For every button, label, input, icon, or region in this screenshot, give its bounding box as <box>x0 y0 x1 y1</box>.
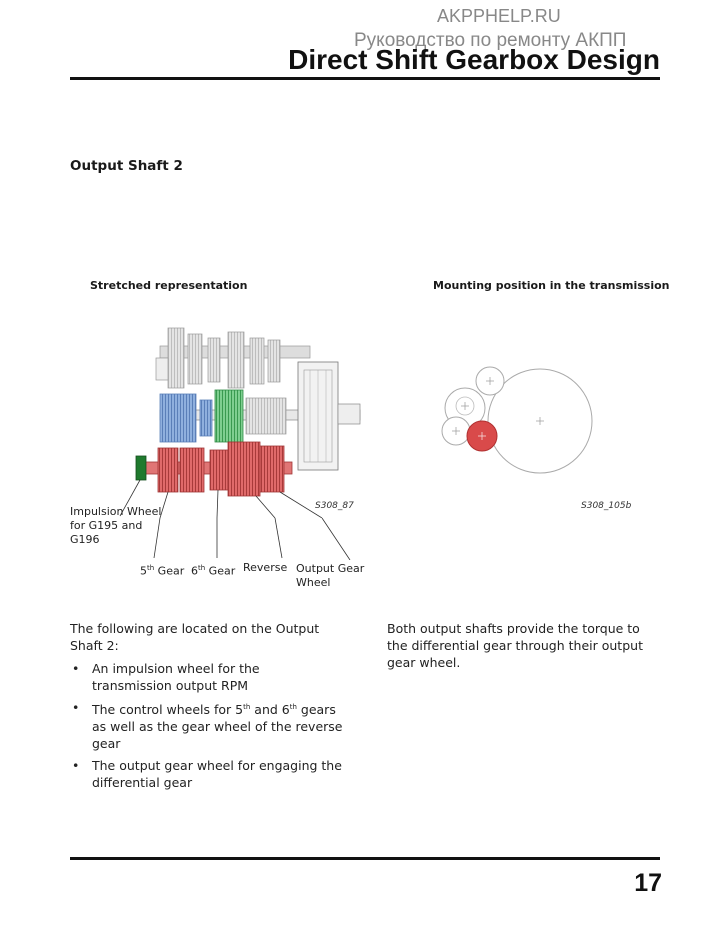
right-figure-caption: Mounting position in the transmission <box>433 279 670 292</box>
list-item: • The output gear wheel for engaging the… <box>72 758 342 791</box>
intro-line2: Shaft 2: <box>70 638 119 653</box>
impulsion-label-line2: for G195 and <box>70 519 143 532</box>
right-paragraph: Both output shafts provide the torque to… <box>387 621 643 670</box>
grey-input-shaft <box>155 327 311 389</box>
output-shaft-2 <box>135 441 293 497</box>
stretched-representation-figure <box>119 327 361 518</box>
fifth-gear <box>179 447 205 493</box>
section-heading: Output Shaft 2 <box>70 158 183 174</box>
document-title: Direct Shift Gearbox Design <box>288 44 660 75</box>
intro-paragraph: The following are located on the Output … <box>70 620 360 654</box>
impulsion-wheel <box>135 455 147 481</box>
leader-lines-lower <box>153 518 351 560</box>
impulsion-label-line3: G196 <box>70 533 100 546</box>
right-figure-code: S308_105b <box>581 501 632 511</box>
output-gear-wheel <box>259 445 285 493</box>
intro-line1: The following are located on the Output <box>70 621 320 636</box>
top-rule <box>70 77 660 80</box>
middle-shaft <box>159 389 361 443</box>
mounting-position-figure <box>441 366 593 474</box>
impulsion-wheel-label: Impulsion Wheel for G195 and G196 <box>70 505 161 547</box>
reverse-gear <box>227 441 261 497</box>
fifth-gear-label: 5th Gear <box>140 564 185 578</box>
list-item: • The control wheels for 5th and 6th gea… <box>72 700 343 752</box>
page-number: 17 <box>634 869 662 897</box>
left-figure-code: S308_87 <box>315 501 354 511</box>
feature-list: • An impulsion wheel for the transmissio… <box>70 660 360 796</box>
output-gear-wheel-label: Output Gear Wheel <box>296 562 364 590</box>
sixth-gear-label: 6th Gear <box>191 564 236 578</box>
watermark-site: AKPPHELP.RU <box>437 6 561 26</box>
leader-lines <box>119 479 323 518</box>
bottom-rule <box>70 857 660 860</box>
list-item: • An impulsion wheel for the transmissio… <box>72 661 260 693</box>
left-figure-caption: Stretched representation <box>90 279 248 292</box>
output-gear-label-line2: Wheel <box>296 576 331 589</box>
sixth-gear <box>209 449 229 491</box>
output-gear-label-line1: Output Gear <box>296 562 365 575</box>
reverse-label: Reverse <box>243 561 288 574</box>
impulsion-label-line1: Impulsion Wheel <box>70 505 162 518</box>
clutch-housing <box>297 361 361 471</box>
watermark-subtitle: Руководство по ремонту АКПП <box>354 30 627 51</box>
